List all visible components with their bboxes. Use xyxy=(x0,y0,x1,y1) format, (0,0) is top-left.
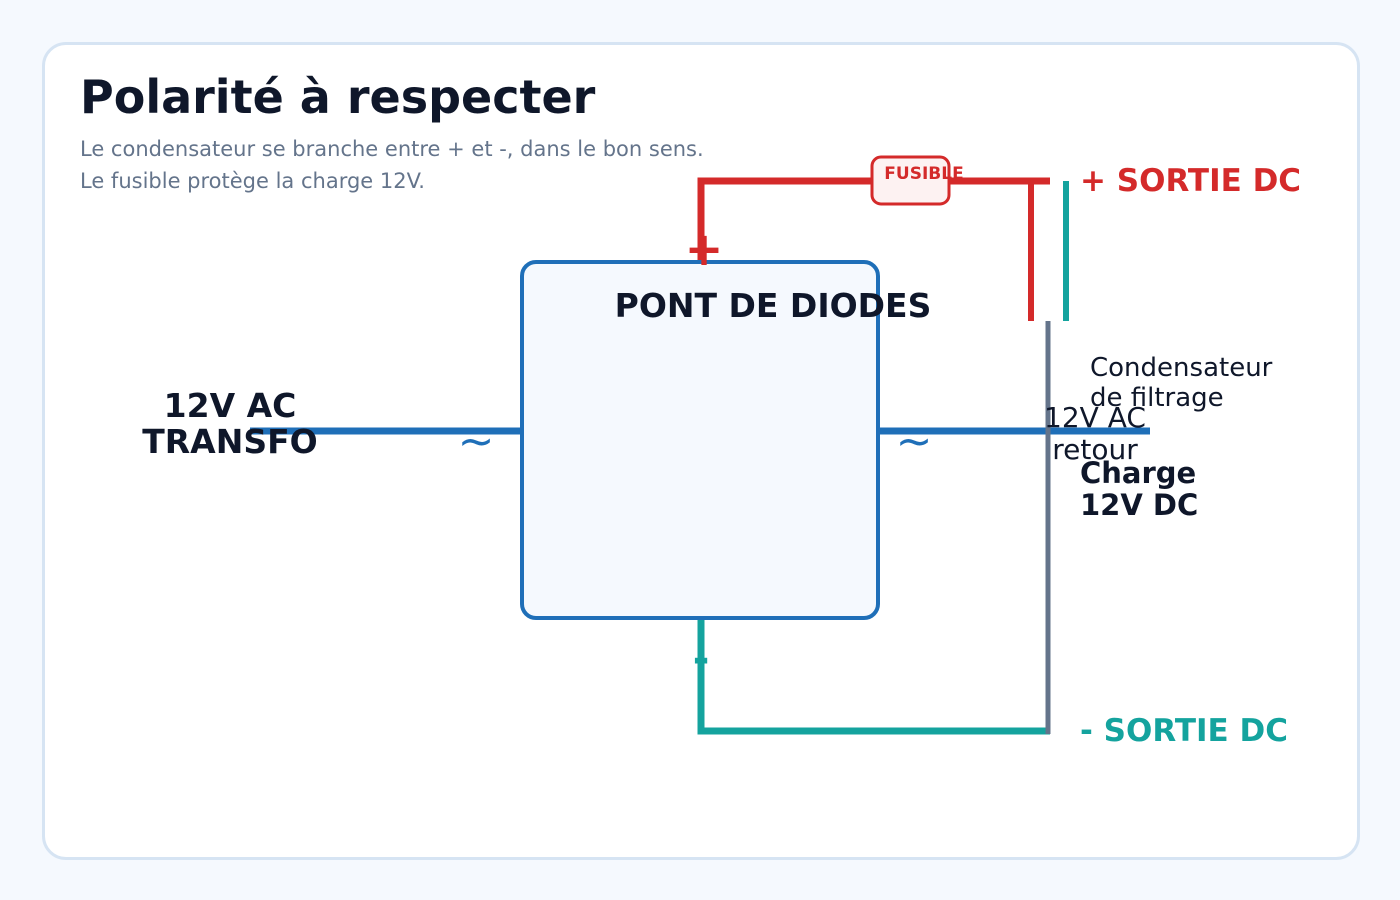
negative-wire xyxy=(697,618,1050,735)
dc-minus-label: - SORTIE DC xyxy=(1080,713,1288,749)
fuse-label: FUSIBLE xyxy=(884,164,963,184)
source-label-line-2: TRANSFO xyxy=(142,422,317,461)
bridge-label: PONT DE DIODES xyxy=(615,286,932,325)
subtitle-line-2: Le fusible protège la charge 12V. xyxy=(80,169,425,193)
subtitle-line-1: Le condensateur se branche entre + et -,… xyxy=(80,137,704,161)
load-label-line-1: Charge xyxy=(1080,456,1196,490)
ac-symbol-right: ~ xyxy=(896,416,933,467)
bridge-minus-terminal: - xyxy=(693,636,710,682)
fuse xyxy=(870,155,951,206)
bridge-plus-terminal: + xyxy=(685,222,724,276)
ac-return-label-line-2: retour xyxy=(1052,433,1138,466)
load-label-line-2: 12V DC xyxy=(1080,488,1198,522)
ac-return-label-line-1: 12V AC xyxy=(1044,401,1146,434)
diode-bridge-box xyxy=(520,260,880,620)
capacitor-label-line-2: de filtrage xyxy=(1090,383,1224,413)
ac-symbol-left: ~ xyxy=(458,416,495,467)
source-label-line-1: 12V AC xyxy=(164,386,297,425)
page-title: Polarité à respecter xyxy=(80,70,596,124)
dc-plus-label: + SORTIE DC xyxy=(1080,163,1301,199)
capacitor-label-line-1: Condensateur xyxy=(1090,353,1273,383)
